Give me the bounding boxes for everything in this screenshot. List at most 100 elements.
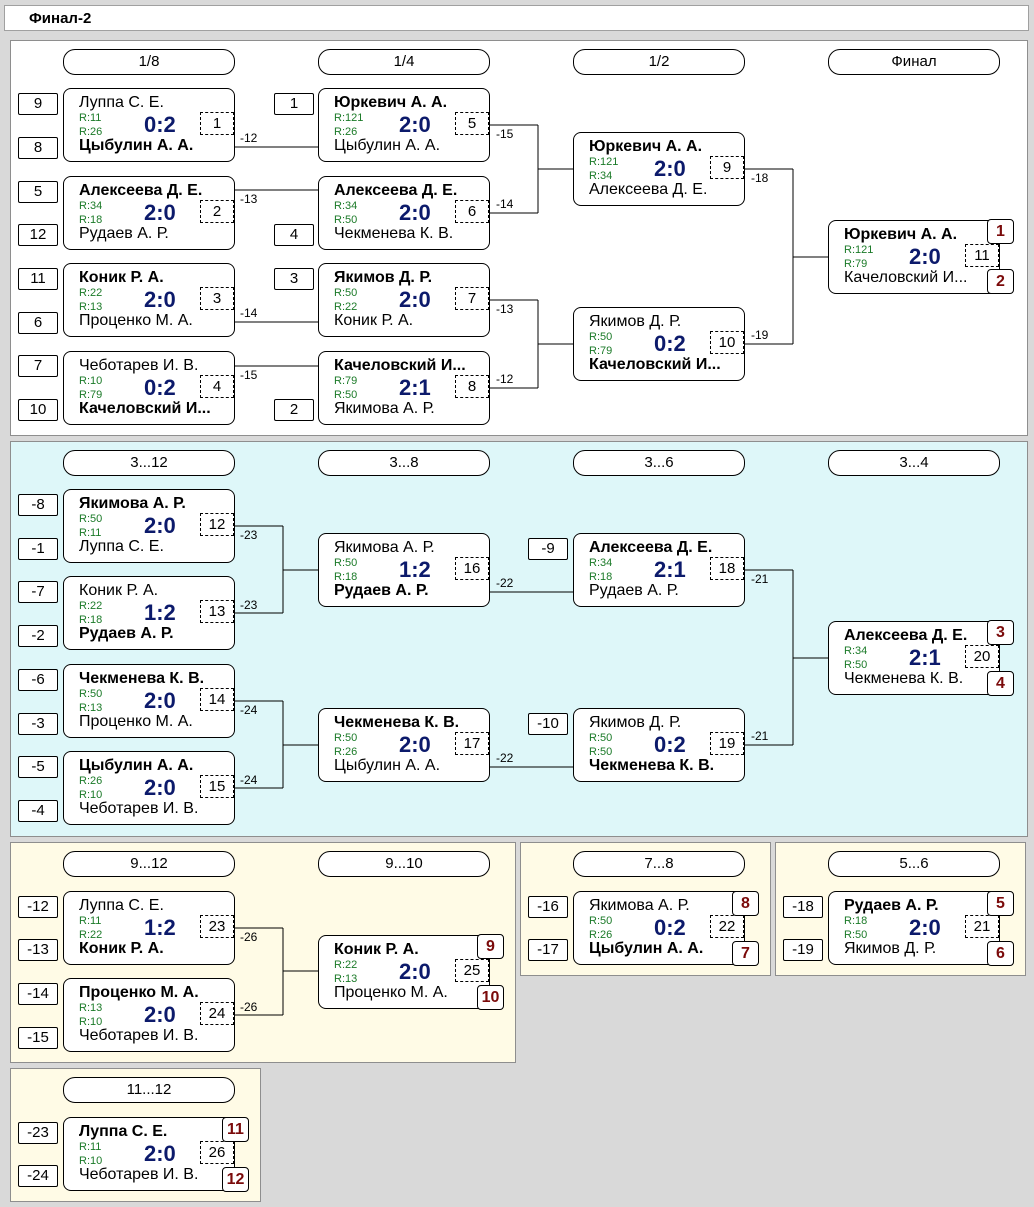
player-1-name[interactable]: Юркевич А. А.	[334, 94, 448, 111]
player-2-name[interactable]: Качеловский И...	[79, 400, 211, 417]
player-1-name[interactable]: Чекменева К. В.	[79, 670, 205, 687]
player-2-name[interactable]: Рудаев А. Р.	[589, 582, 679, 599]
player-2-name[interactable]: Рудаев А. Р.	[79, 225, 169, 242]
player-1-name[interactable]: Цыбулин А. А.	[79, 757, 194, 774]
player-2-name[interactable]: Коник Р. А.	[79, 940, 164, 957]
player-2-name[interactable]: Якимов Д. Р.	[844, 940, 937, 957]
player-2-name[interactable]: Луппа С. Е.	[79, 538, 164, 555]
player-1-rating: R:50	[334, 732, 358, 744]
player-2-name[interactable]: Цыбулин А. А.	[334, 137, 441, 154]
player-2-name[interactable]: Цыбулин А. А.	[334, 757, 441, 774]
player-1-name[interactable]: Алексеева Д. Е.	[79, 182, 203, 199]
match-number: 4	[200, 375, 234, 398]
player-1-name[interactable]: Якимов Д. Р.	[334, 269, 433, 286]
round-header[interactable]: 3...6	[573, 450, 745, 476]
round-header[interactable]: 3...8	[318, 450, 490, 476]
player-2-name[interactable]: Чеботарев И. В.	[79, 1166, 199, 1183]
round-header[interactable]: 11...12	[63, 1077, 235, 1103]
player-2-name[interactable]: Чеботарев И. В.	[79, 1027, 199, 1044]
player-2-name[interactable]: Коник Р. А.	[334, 312, 414, 329]
player-2-name[interactable]: Качеловский И...	[844, 269, 968, 286]
round-header[interactable]: 9...12	[63, 851, 235, 877]
player-1-name[interactable]: Алексеева Д. Е.	[334, 182, 458, 199]
player-2-name[interactable]: Качеловский И...	[589, 356, 721, 373]
player-1-name[interactable]: Юркевич А. А.	[844, 226, 958, 243]
player-2-name[interactable]: Чекменева К. В.	[844, 670, 964, 687]
player-1-name[interactable]: Якимова А. Р.	[79, 495, 186, 512]
player-1-name[interactable]: Алексеева Д. Е.	[589, 539, 713, 556]
player-1-name[interactable]: Луппа С. Е.	[79, 897, 164, 914]
round-header[interactable]: 9...10	[318, 851, 490, 877]
round-header[interactable]: 1/4	[318, 49, 490, 75]
player-1-rating: R:34	[589, 557, 613, 569]
round-header[interactable]: 3...4	[828, 450, 1000, 476]
player-1-rating: R:50	[79, 688, 103, 700]
player-1-rating: R:10	[79, 375, 103, 387]
player-1-name[interactable]: Якимова А. Р.	[334, 539, 435, 556]
player-1-name[interactable]: Коник Р. А.	[79, 582, 159, 599]
match-number: 23	[200, 915, 234, 938]
player-1-name[interactable]: Якимов Д. Р.	[589, 714, 682, 731]
player-1-name[interactable]: Юркевич А. А.	[589, 138, 703, 155]
player-1-name[interactable]: Луппа С. Е.	[79, 94, 164, 111]
player-2-name[interactable]: Рудаев А. Р.	[79, 625, 174, 642]
player-1-name[interactable]: Рудаев А. Р.	[844, 897, 939, 914]
match-number: 16	[455, 557, 489, 580]
round-header[interactable]: 5...6	[828, 851, 1000, 877]
round-header[interactable]: 1/2	[573, 49, 745, 75]
player-2-name[interactable]: Рудаев А. Р.	[334, 582, 429, 599]
player-1-name[interactable]: Чекменева К. В.	[334, 714, 460, 731]
round-header[interactable]: Финал	[828, 49, 1000, 75]
player-1-name[interactable]: Коник Р. А.	[334, 941, 419, 958]
player-2-name[interactable]: Якимова А. Р.	[334, 400, 435, 417]
player-1-name[interactable]: Коник Р. А.	[79, 269, 164, 286]
player-2-name[interactable]: Цыбулин А. А.	[79, 137, 194, 154]
round-header[interactable]: 3...12	[63, 450, 235, 476]
round-header[interactable]: 1/8	[63, 49, 235, 75]
round-header[interactable]: 7...8	[573, 851, 745, 877]
player-1-name[interactable]: Чеботарев И. В.	[79, 357, 199, 374]
player-2-name[interactable]: Проценко М. А.	[79, 713, 193, 730]
player-2-name[interactable]: Чеботарев И. В.	[79, 800, 199, 817]
player-2-name[interactable]: Проценко М. А.	[334, 984, 448, 1001]
player-1-name[interactable]: Качеловский И...	[334, 357, 466, 374]
player-2-name[interactable]: Проценко М. А.	[79, 312, 193, 329]
player-2-name[interactable]: Цыбулин А. А.	[589, 940, 704, 957]
place-badge: 8	[732, 891, 759, 916]
player-2-name[interactable]: Чекменева К. В.	[589, 757, 715, 774]
player-1-name[interactable]: Якимов Д. Р.	[589, 313, 682, 330]
player-1-name[interactable]: Луппа С. Е.	[79, 1123, 168, 1140]
player-2-name[interactable]: Чекменева К. В.	[334, 225, 454, 242]
player-2-name[interactable]: Алексеева Д. Е.	[589, 181, 708, 198]
player-1-name[interactable]: Проценко М. А.	[79, 984, 199, 1001]
match-score: 2:1	[909, 645, 941, 670]
player-1-name[interactable]: Алексеева Д. Е.	[844, 627, 968, 644]
player-1-name[interactable]: Якимова А. Р.	[589, 897, 690, 914]
